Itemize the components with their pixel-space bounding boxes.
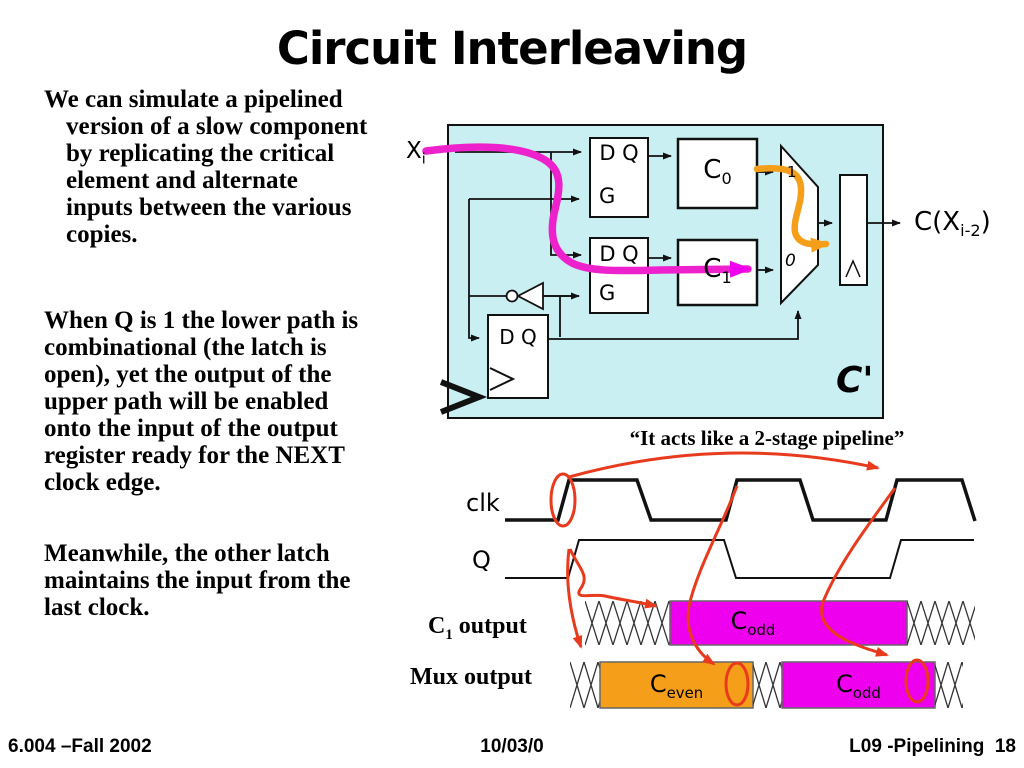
q-edge-to-muxrow-arrow bbox=[566, 548, 583, 649]
circuit-wires bbox=[455, 148, 901, 342]
clock-input-wedge-icon bbox=[439, 379, 488, 415]
c1-output-row-label: C1 output bbox=[428, 613, 527, 643]
register-clock-caret-icon bbox=[845, 259, 861, 278]
mux-output-hatch-2 bbox=[753, 662, 782, 708]
latch-top-box bbox=[589, 137, 649, 218]
clk-label: clk bbox=[466, 489, 500, 517]
flipflop-box bbox=[487, 314, 549, 399]
footer-slide-id: L09 -Pipelining 18 bbox=[849, 736, 1016, 757]
c1-output-hatch-right bbox=[907, 601, 975, 645]
clk-edge2-to-ceven-arrow bbox=[686, 485, 739, 666]
wire-xi-to-bottom-latch bbox=[550, 152, 582, 259]
red-annotations bbox=[549, 451, 930, 707]
mux-output-codd-bar bbox=[781, 661, 936, 709]
circuit-name-label: C' bbox=[836, 360, 874, 401]
mux-output-row-label: Mux output bbox=[410, 664, 533, 690]
paragraph-simulate: We can simulate a pipelined version of a… bbox=[44, 86, 368, 248]
latch-top-g-label: G bbox=[599, 184, 616, 208]
mux-input0-label: 0 bbox=[785, 251, 796, 271]
latch-bottom-dq-label: D Q bbox=[599, 242, 639, 266]
q-edge-to-codd-arrow bbox=[568, 548, 658, 609]
flipflop-clock-wedge-icon bbox=[489, 367, 516, 391]
codd-bar-label-1: Codd bbox=[730, 607, 776, 639]
mux-output-hatch-1 bbox=[570, 662, 600, 708]
flipflop-dq-label: D Q bbox=[499, 325, 537, 349]
output-register-box bbox=[839, 174, 868, 286]
circuit-components bbox=[487, 137, 868, 399]
latch-top-dq-label: D Q bbox=[599, 141, 639, 165]
q-waveform bbox=[505, 539, 974, 579]
magenta-path-curve bbox=[422, 143, 752, 278]
wire-to-ff-d bbox=[468, 296, 480, 342]
c0-label: C0 bbox=[703, 155, 732, 189]
c1-output-hatch-left bbox=[585, 601, 670, 645]
circuit-diagram bbox=[422, 124, 901, 419]
page-title: Circuit Interleaving bbox=[276, 22, 748, 75]
inverter-bubble bbox=[505, 289, 519, 303]
latch-bottom-g-label: G bbox=[599, 281, 616, 305]
q-label: Q bbox=[472, 546, 491, 574]
inverter-triangle bbox=[516, 281, 544, 311]
two-stage-arc-arrow bbox=[568, 451, 880, 479]
clk-edge1-circle bbox=[549, 472, 577, 528]
wire-ff-q-to-mux-select bbox=[548, 310, 802, 340]
xi-input-label: Xi bbox=[406, 138, 426, 168]
footer-date: 10/03/0 bbox=[480, 736, 544, 757]
c0-box bbox=[676, 137, 759, 210]
latch-bottom-box bbox=[589, 237, 649, 314]
pipeline-caption: “It acts like a 2-stage pipeline” bbox=[629, 426, 905, 450]
c1-label: C1 bbox=[703, 254, 732, 288]
ceven-bar-label: Ceven bbox=[649, 670, 704, 702]
paragraph-meanwhile: Meanwhile, the other latch maintains the… bbox=[44, 540, 351, 621]
mux-output-hatch-3 bbox=[935, 662, 963, 708]
mux-shape bbox=[780, 143, 819, 306]
codd-end-circle bbox=[904, 658, 930, 704]
paragraph-when-q: When Q is 1 the lower path is combinatio… bbox=[44, 307, 359, 496]
codd-bar-label-2: Codd bbox=[836, 670, 881, 702]
clk-edge3-to-codd-arrow bbox=[820, 487, 897, 657]
c1-output-codd-bar bbox=[669, 600, 908, 646]
footer-course: 6.004 –Fall 2002 bbox=[8, 736, 152, 757]
mux-input1-label: 1 bbox=[787, 163, 797, 181]
ceven-end-circle bbox=[724, 661, 750, 707]
output-signal-label: C(Xi-2) bbox=[914, 207, 991, 241]
orange-path-curve bbox=[753, 165, 830, 253]
